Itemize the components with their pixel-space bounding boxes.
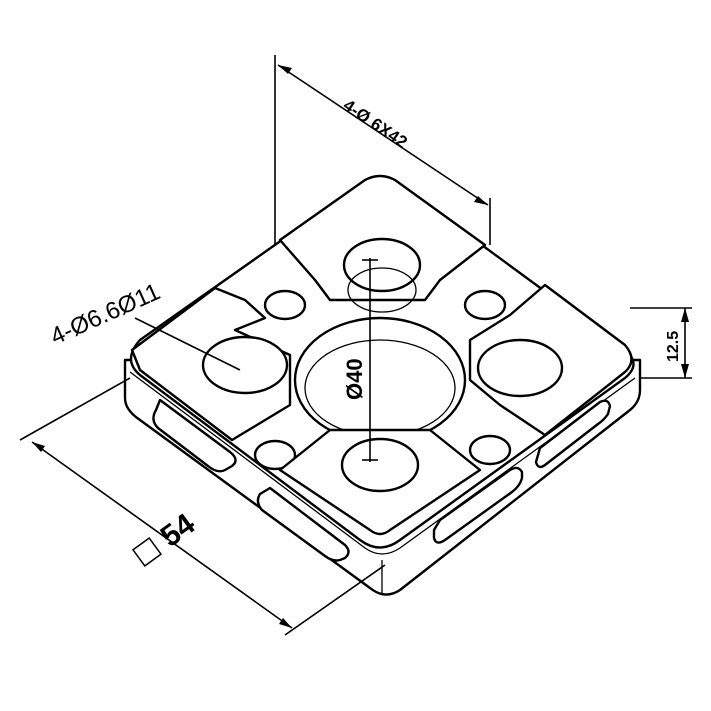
square-symbol [131, 536, 163, 568]
side-slot-bottom-right [432, 466, 524, 544]
dimension-height: 12.5 [630, 307, 692, 379]
dim-hole-pattern-label: 4-Ø 6X42 [340, 96, 411, 152]
center-bore-outer [293, 316, 467, 444]
side-slot-bottom-left [256, 486, 350, 562]
hole-top-left [263, 289, 307, 321]
clamp-right [468, 283, 633, 437]
clamp-top [278, 174, 487, 313]
hole-bottom-right [468, 434, 512, 466]
mounting-holes [253, 289, 512, 471]
dim-width-label: 54 [155, 507, 202, 553]
clamp-left [130, 286, 292, 442]
dimension-center-bore: Ø40 [342, 258, 378, 462]
side-slot-left [152, 398, 237, 473]
hole-bottom-left [253, 439, 297, 471]
hole-top-right [463, 289, 507, 321]
clamp-bottom [278, 428, 482, 536]
plate-edge [129, 371, 636, 555]
dim-height-label: 12.5 [665, 331, 682, 362]
dim-center-bore-label: Ø40 [342, 358, 367, 400]
side-slot-right [534, 399, 612, 469]
center-bore [293, 316, 467, 444]
